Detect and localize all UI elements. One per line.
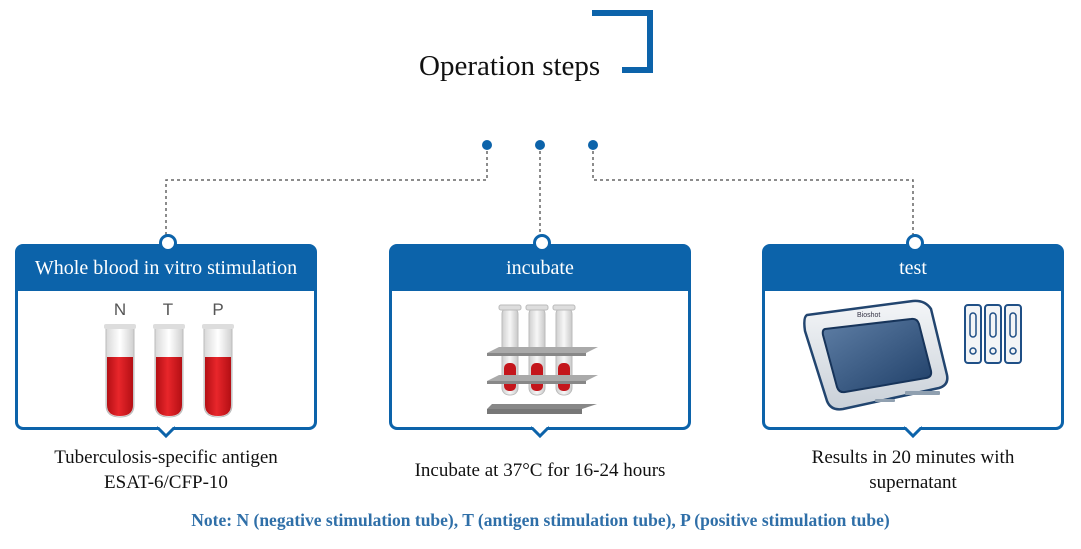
analyzer-device-icon: Bioshot	[803, 299, 1022, 411]
step-caption-stimulation: Tuberculosis-specific antigen ESAT-6/CFP…	[15, 445, 317, 495]
step-card-stimulation: Whole blood in vitro stimulation N T P	[15, 244, 317, 430]
step-header: test	[765, 247, 1061, 291]
caption-line: Incubate at 37°C for 16-24 hours	[414, 460, 666, 481]
card-top-knob	[159, 234, 177, 252]
caption-line: Tuberculosis-specific antigen	[54, 447, 278, 468]
tube-rack-icon	[487, 304, 598, 414]
tube-label-p: P	[212, 300, 223, 319]
page-title: Operation steps	[419, 50, 601, 82]
step-header: incubate	[392, 247, 688, 291]
connector-dot-center	[535, 140, 545, 150]
card-pointers	[155, 426, 924, 439]
tube-label-n: N	[114, 300, 126, 319]
caption-line: ESAT-6/CFP-10	[104, 472, 228, 493]
step-card-test: test Bioshot	[762, 244, 1064, 430]
step-header: Whole blood in vitro stimulation	[18, 247, 314, 291]
card-top-knob	[906, 234, 924, 252]
title-bracket-icon	[592, 10, 653, 73]
footnote: Note: N (negative stimulation tube), T (…	[191, 510, 890, 530]
step-caption-incubate: Incubate at 37°C for 16-24 hours	[389, 458, 691, 483]
step-illustration	[392, 291, 688, 428]
step-card-incubate: incubate	[389, 244, 691, 430]
step-caption-test: Results in 20 minutes with supernatant	[762, 445, 1064, 495]
blood-tubes-icon: N T P	[104, 300, 234, 418]
caption-line: Results in 20 minutes with	[811, 447, 1015, 468]
step-illustration: N T P	[18, 291, 314, 428]
caption-line: supernatant	[869, 472, 957, 493]
connector-dot-right	[588, 140, 598, 150]
card-top-knob	[533, 234, 551, 252]
title-block: Operation steps	[0, 0, 1081, 100]
device-brand: Bioshot	[857, 312, 880, 319]
step-illustration: Bioshot	[765, 291, 1061, 428]
tube-label-t: T	[163, 300, 173, 319]
connector-dot-left	[482, 140, 492, 150]
connector-lines	[165, 140, 914, 236]
